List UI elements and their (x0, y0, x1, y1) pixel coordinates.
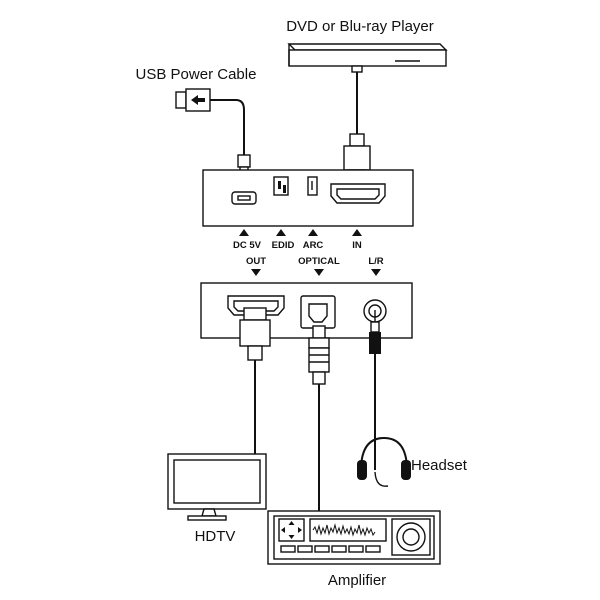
usb-power-cable: USB Power Cable (136, 66, 257, 178)
usb-cable-label: USB Power Cable (136, 66, 257, 83)
bottom-port-labels: OUT OPTICAL L/R (246, 256, 384, 276)
hdtv-label: HDTV (195, 528, 236, 545)
port-optical-label: OPTICAL (298, 256, 340, 267)
audio-cable (369, 310, 381, 470)
extractor-input-panel (202, 169, 414, 227)
up-arrow-icon (352, 229, 362, 236)
headset-label: Headset (411, 457, 468, 474)
port-edid-label: EDID (272, 240, 295, 251)
extractor-output-panel (200, 282, 413, 339)
hdmi-cable-out (239, 307, 271, 455)
port-dc5v-label: DC 5V (233, 240, 262, 251)
hdmi-cable-in (343, 65, 371, 183)
port-in-label: IN (352, 240, 362, 251)
amplifier-label: Amplifier (328, 572, 386, 589)
port-arc-label: ARC (303, 240, 324, 251)
top-port-labels: DC 5V EDID ARC IN (233, 229, 362, 251)
down-arrow-icon (314, 269, 324, 276)
dvd-player-label: DVD or Blu-ray Player (286, 18, 434, 35)
port-lr-label: L/R (368, 256, 383, 267)
headset: Headset (357, 436, 468, 487)
up-arrow-icon (239, 229, 249, 236)
port-out-label: OUT (246, 256, 266, 267)
down-arrow-icon (251, 269, 261, 276)
up-arrow-icon (276, 229, 286, 236)
optical-cable (308, 325, 330, 512)
amplifier: Amplifier (267, 510, 441, 589)
hdtv: HDTV (167, 453, 267, 545)
up-arrow-icon (308, 229, 318, 236)
down-arrow-icon (371, 269, 381, 276)
dvd-player: DVD or Blu-ray Player (286, 18, 448, 67)
